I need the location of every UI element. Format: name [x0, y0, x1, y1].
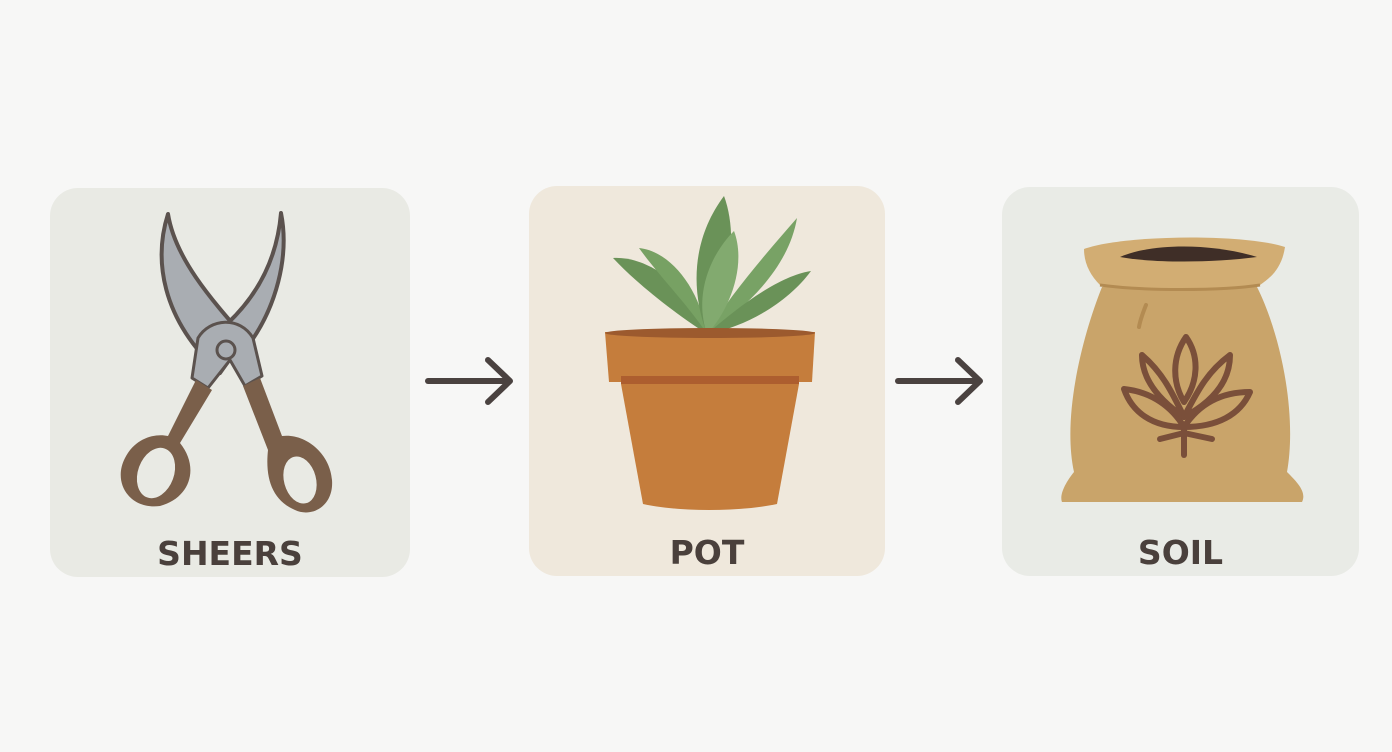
step-label: POT: [669, 533, 745, 572]
step-label: SOIL: [1137, 533, 1224, 572]
step-label: SHEERS: [157, 534, 303, 573]
soil-bag-icon: [1061, 237, 1304, 502]
arrow-right-icon: [425, 357, 513, 405]
step-card-sheers: SHEERS: [50, 188, 410, 577]
step-card-soil: SOIL: [1002, 187, 1359, 576]
pruning-shears-icon: [120, 211, 333, 513]
step-card-pot: POT: [529, 186, 885, 576]
arrow-right-icon: [895, 357, 983, 405]
potted-plant-icon: [605, 196, 815, 510]
